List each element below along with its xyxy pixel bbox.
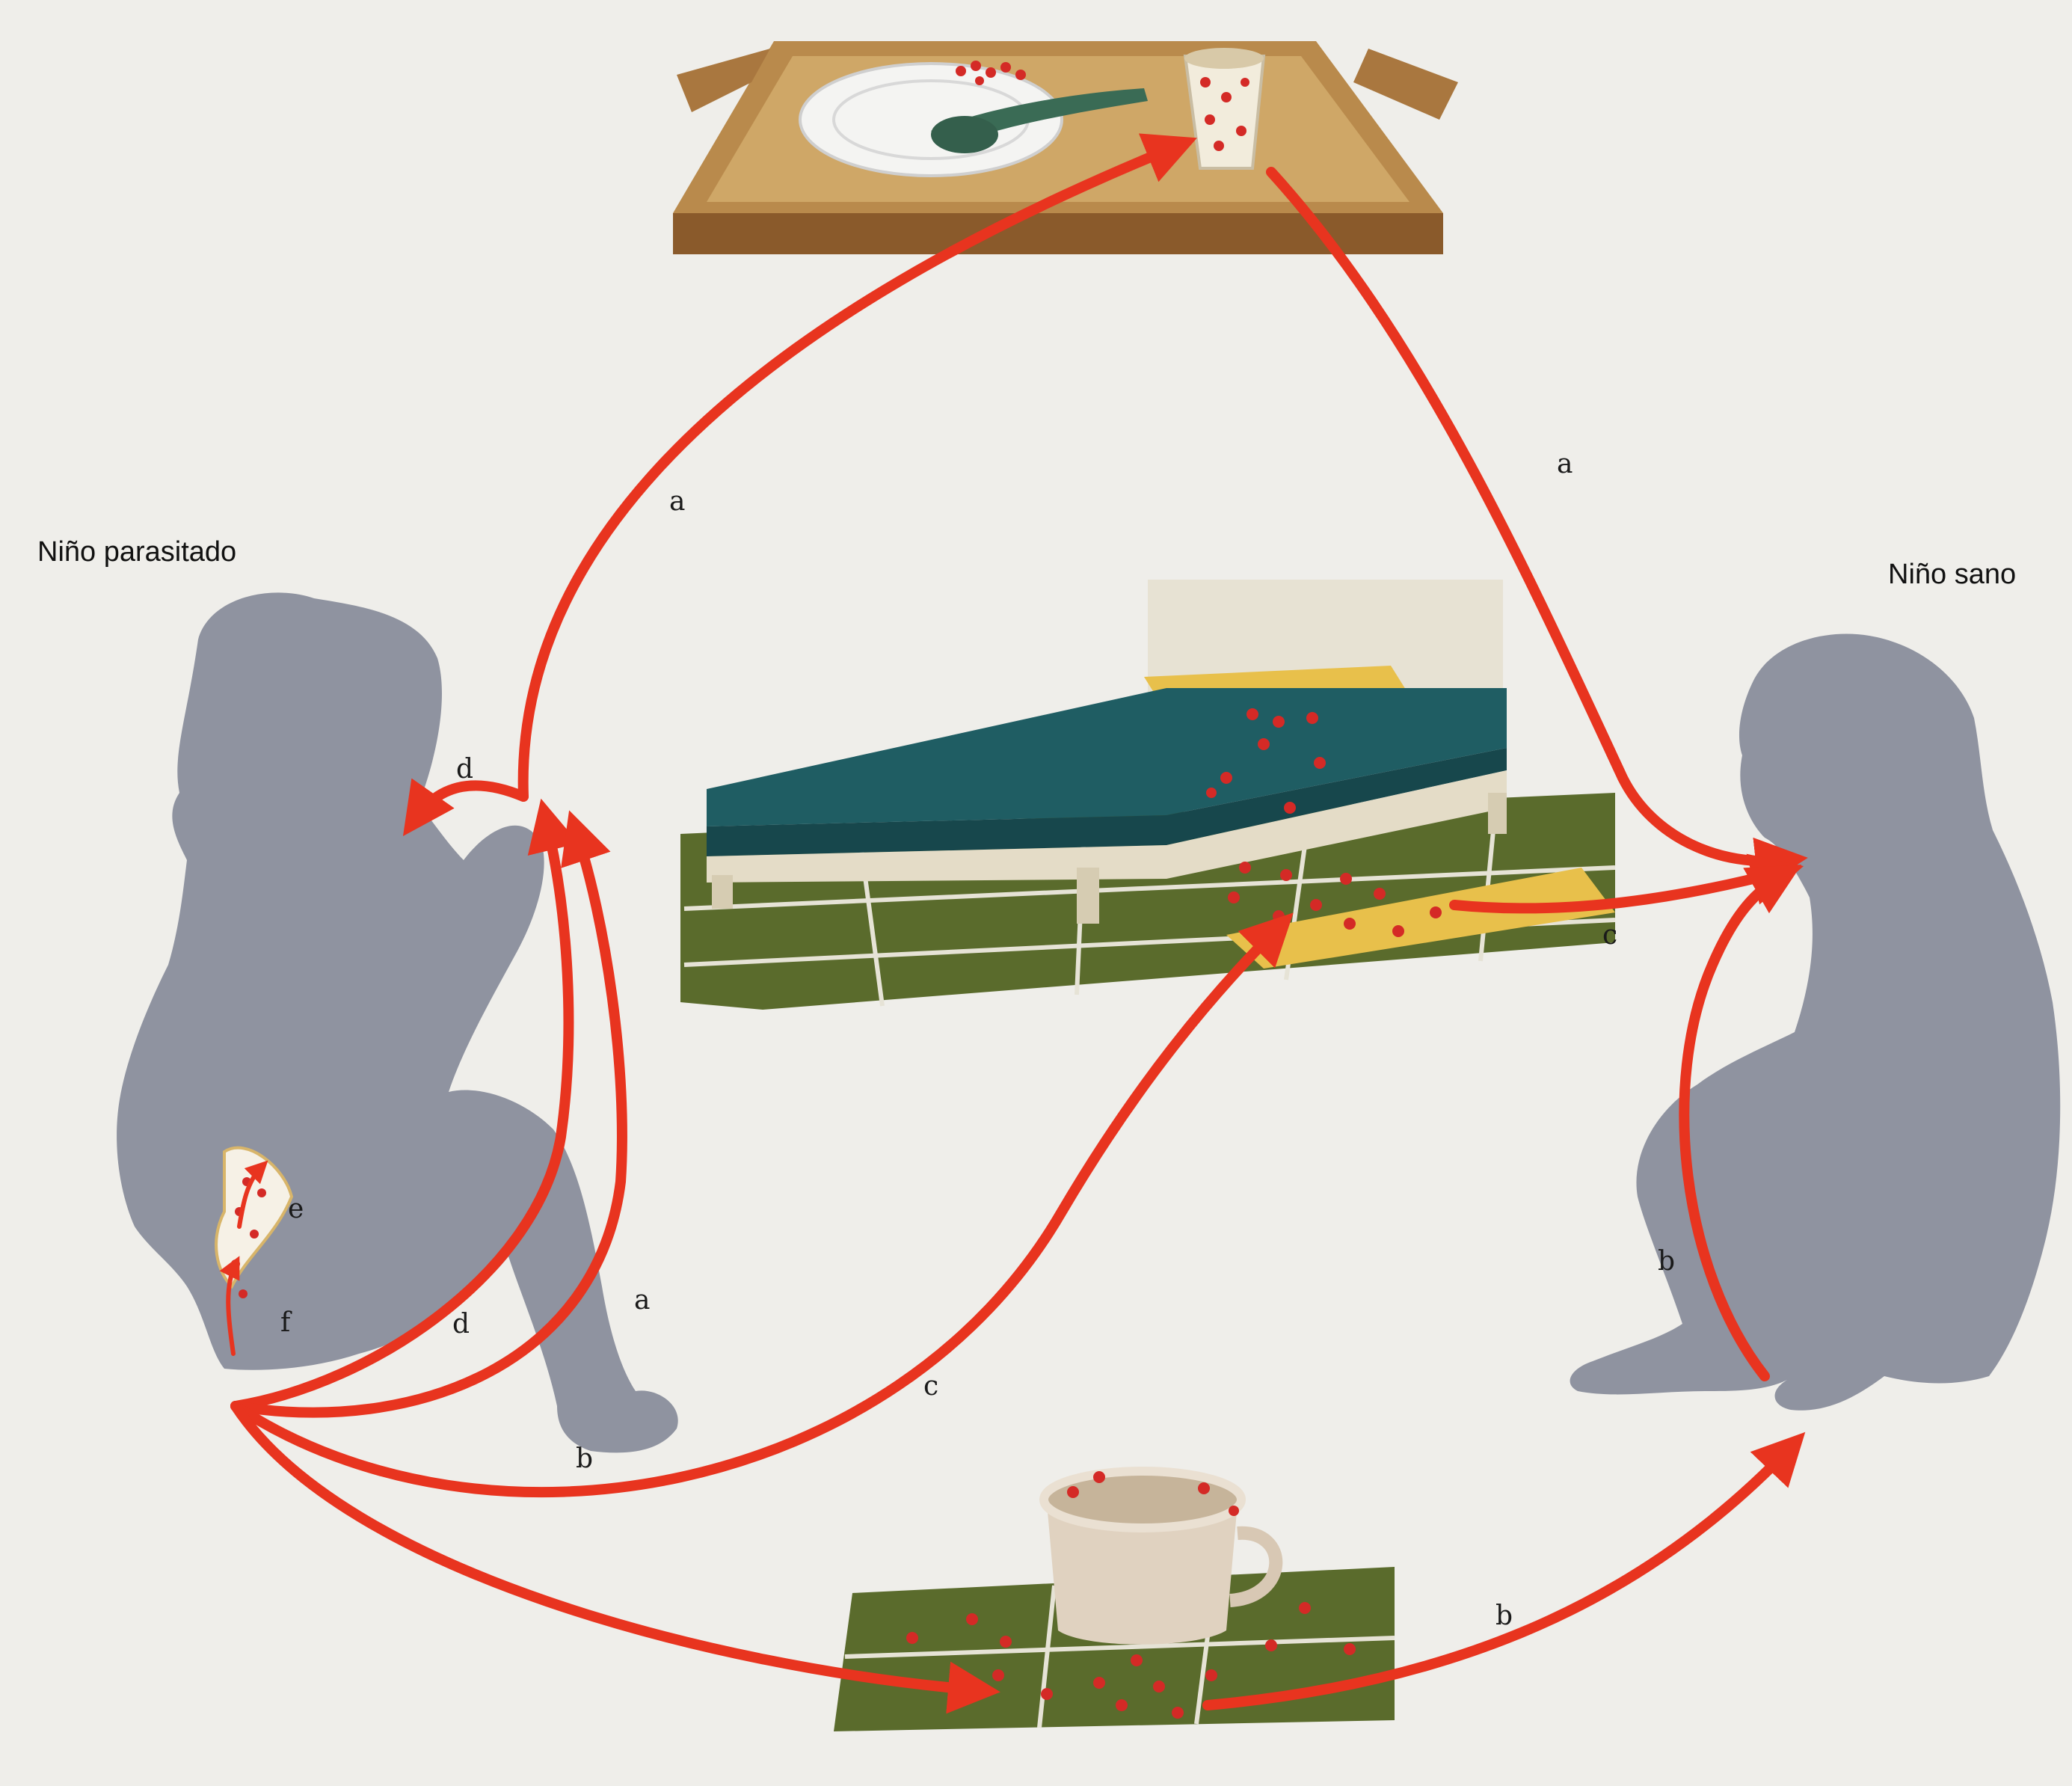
route-label-d-lower: d: [452, 1309, 470, 1340]
route-label-d-upper: d: [456, 754, 473, 785]
infected-child-label: Niño parasitado: [37, 536, 236, 568]
route-label-b-lower-left: b: [576, 1443, 593, 1474]
route-label-e: e: [288, 1194, 304, 1224]
route-label-b-right: b: [1658, 1246, 1675, 1277]
tray-handle-right: [1353, 49, 1458, 120]
route-label-a-lower: a: [634, 1285, 650, 1316]
route-label-a-upper-left: a: [669, 486, 685, 517]
route-label-a-upper-right: a: [1557, 449, 1573, 479]
spoon-bowl: [931, 116, 998, 153]
arrow-d-hand-to-mouth: [415, 785, 523, 819]
route-label-c-lower: c: [923, 1371, 938, 1402]
bed-leg-left: [712, 875, 733, 909]
bed-leg-front: [1077, 868, 1099, 924]
infected-child-silhouette: [117, 592, 678, 1452]
glass: [1185, 56, 1264, 168]
route-label-b-lower-right: b: [1495, 1601, 1513, 1631]
infected-child-figure: [117, 592, 678, 1452]
healthy-child-label: Niño sano: [1888, 559, 2016, 590]
bed-on-floor: [680, 580, 1615, 1010]
healthy-child-figure: [1570, 634, 2061, 1411]
tray-with-dishes: [673, 41, 1458, 254]
glass-top: [1184, 48, 1264, 69]
bed-leg-right: [1488, 793, 1507, 834]
healthy-child-silhouette: [1570, 634, 2061, 1411]
potty-rim: [1044, 1471, 1241, 1528]
route-label-c-right: c: [1602, 920, 1617, 951]
